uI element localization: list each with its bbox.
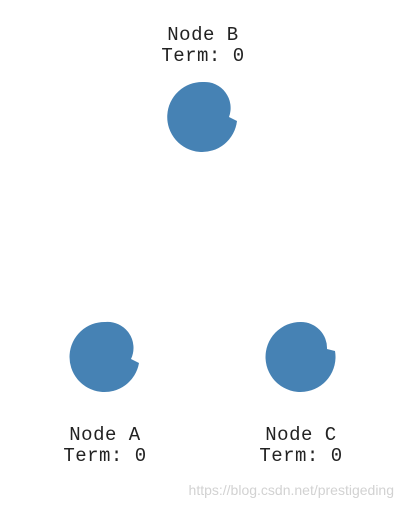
node-b-shape [167, 81, 237, 152]
node-c-circle[interactable] [263, 319, 339, 395]
node-b-labels: Node B Term: 0 [143, 25, 263, 67]
node-c-labels: Node C Term: 0 [241, 425, 361, 467]
node-b-circle[interactable] [165, 79, 241, 155]
node-b-name: Node B [167, 24, 239, 46]
node-a-labels: Node A Term: 0 [45, 425, 165, 467]
node-c-term: Term: 0 [259, 445, 343, 467]
watermark-text: https://blog.csdn.net/prestigeding [188, 482, 394, 498]
node-b-term: Term: 0 [161, 45, 245, 67]
node-c-shape [265, 321, 336, 392]
node-c-name: Node C [265, 424, 337, 446]
node-a-term: Term: 0 [63, 445, 147, 467]
node-a-name: Node A [69, 424, 141, 446]
node-a-circle[interactable] [67, 319, 143, 395]
node-a-shape [69, 321, 139, 392]
